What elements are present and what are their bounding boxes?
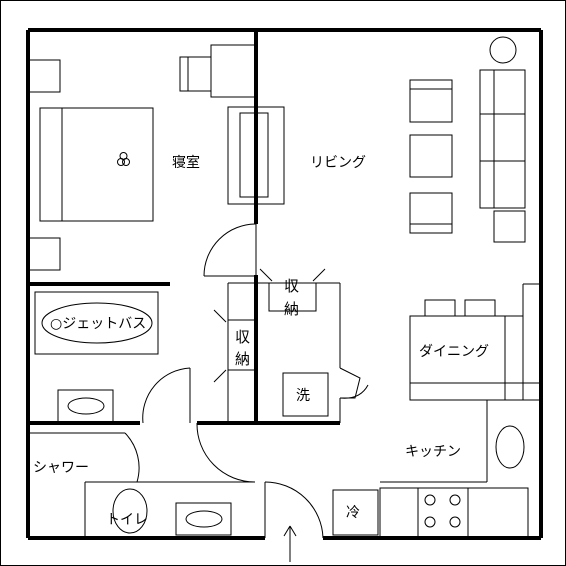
label-storage-top-2: 納 — [284, 300, 299, 318]
washing-machine — [282, 372, 329, 417]
dining-chair-2 — [464, 299, 496, 317]
label-dining: ダイニング — [419, 344, 489, 360]
bedroom-furniture — [27, 44, 285, 271]
toilet-sink — [175, 502, 232, 536]
side-table — [493, 210, 526, 243]
dining-furniture — [409, 283, 542, 401]
sink — [495, 425, 525, 469]
desk — [210, 44, 257, 98]
wardrobe — [227, 106, 285, 205]
label-kitchen: キッチン — [405, 444, 461, 460]
bed — [39, 107, 154, 222]
interior-walls — [28, 30, 340, 425]
label-storage-mid-2: 納 — [235, 350, 250, 368]
label-living: リビング — [310, 155, 366, 171]
bathtub — [34, 291, 159, 355]
wardrobe-inner — [239, 112, 269, 198]
label-toilet: トイレ — [106, 512, 148, 528]
bathtub-inner — [41, 302, 153, 344]
chair — [179, 56, 212, 92]
counter-side — [504, 315, 524, 401]
nightstand-bottom — [27, 237, 61, 271]
toilet-bowl — [112, 488, 148, 534]
storage-shelf-mid — [227, 319, 257, 371]
counter — [409, 382, 542, 401]
kitchen-fixtures — [332, 425, 529, 539]
washbasin — [57, 389, 114, 423]
armchair-1 — [409, 79, 453, 123]
label-bedroom: 寝室 — [172, 154, 200, 171]
sofa — [479, 69, 526, 209]
fridge — [332, 489, 379, 536]
dining-chair-1 — [424, 299, 456, 317]
bathroom-fixtures — [34, 282, 329, 536]
storage-shelf-top — [268, 282, 317, 312]
armchair-3 — [409, 192, 453, 234]
armchair-2 — [409, 134, 453, 178]
label-washer: 洗 — [296, 388, 310, 404]
counter-kitchen — [379, 487, 419, 539]
label-storage-top-1: 収 — [284, 277, 299, 295]
living-furniture — [409, 36, 526, 243]
entrance-arrow-icon — [283, 525, 297, 562]
label-fridge: 冷 — [346, 505, 360, 521]
label-shower: シャワー — [33, 460, 89, 476]
label-storage-mid-1: 収 — [235, 328, 250, 346]
plant — [489, 36, 517, 64]
doors — [124, 223, 369, 539]
nightstand-top — [27, 59, 61, 93]
label-jet-bath: ○ジェットバス — [50, 316, 146, 332]
stove — [417, 487, 469, 539]
